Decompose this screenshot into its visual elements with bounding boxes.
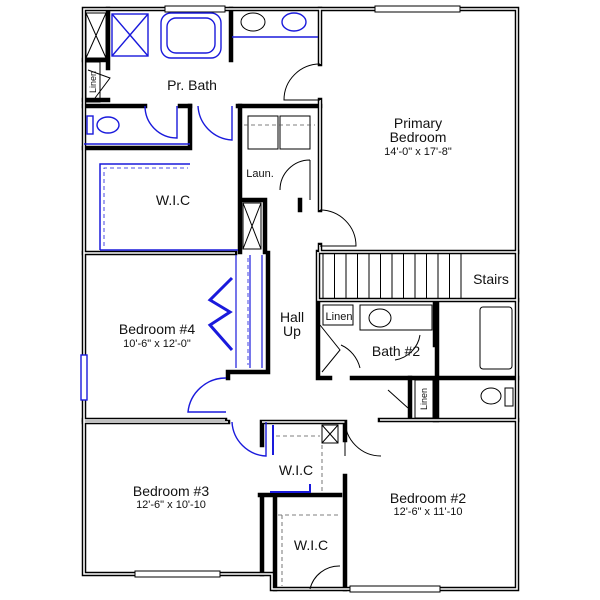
room-label-laundry: Laun. [246,168,274,180]
room-label-bedroom4: Bedroom #4 [119,321,195,337]
room-label-bedroom2: Bedroom #2 [390,490,466,506]
toilet-icon [96,116,120,134]
door-swing [387,389,409,409]
room-label-primary-bedroom: Primary [394,115,442,131]
wall [81,6,234,103]
room-label-pr-bath: Pr. Bath [167,77,217,93]
linen-closet [85,61,101,103]
window [374,5,461,13]
washer [247,115,279,150]
sink-icon [281,12,307,32]
window [134,570,221,578]
door-swing [309,565,341,590]
window [349,585,441,593]
door-swing [279,159,311,200]
doors [87,63,421,590]
room-dimensions: 12'-6" x 10'-10 [136,499,206,511]
room-label-wic: W.I.C [279,462,313,478]
wall [81,103,193,151]
window [80,354,88,401]
wall [81,419,348,592]
sink-icon [240,12,266,32]
door-swing [394,334,421,361]
wall [377,375,520,423]
walls-inner [83,8,518,590]
bathtub [160,12,222,59]
toilet-icon [480,387,502,405]
door-swing [231,421,267,457]
closet-x [321,424,339,444]
sink-icon [368,308,392,328]
door-swing [340,344,361,369]
room-label-linen: Linen [326,311,353,323]
room-label-bedroom3: Bedroom #3 [133,483,209,499]
linen-closet [322,304,354,326]
closet-x [85,12,107,59]
room-label-hall-up: Up [283,323,301,339]
room-dimensions: 14'-0" x 17'-8" [384,146,452,158]
room-dimensions: 10'-6" x 12'-0" [123,338,191,350]
shower [111,13,149,57]
door-swing [187,377,227,413]
room-dimensions: 12'-6" x 11'-10 [393,506,462,518]
door-swing [344,419,382,457]
room-label-bath2: Bath #2 [372,343,420,359]
door-swing [319,209,357,247]
wall [237,103,303,255]
room-label-primary-bedroom-line2: Bedroom [390,129,447,145]
room-label-linen: Linen [88,71,98,93]
bathtub [479,306,513,370]
room-label-linen: Linen [419,388,429,410]
door-swing [197,105,233,141]
closet-x [242,202,262,250]
room-labels: Pr. Bath Linen W.I.C Laun. Primary Bedro… [88,71,509,553]
room-label-wic: W.I.C [156,192,190,208]
room-label-wic: W.I.C [294,537,328,553]
fixtures [84,12,514,586]
dryer [279,115,311,150]
door-swing [144,105,178,139]
door-swing [283,63,321,101]
windows [80,5,461,593]
room-label-stairs: Stairs [473,271,509,287]
window [164,5,226,13]
room-label-hall: Hall [280,309,304,325]
bifold-closet-doors [207,276,234,351]
stair-treads [322,254,462,298]
linen-closet [414,379,434,419]
vanity [359,304,433,331]
